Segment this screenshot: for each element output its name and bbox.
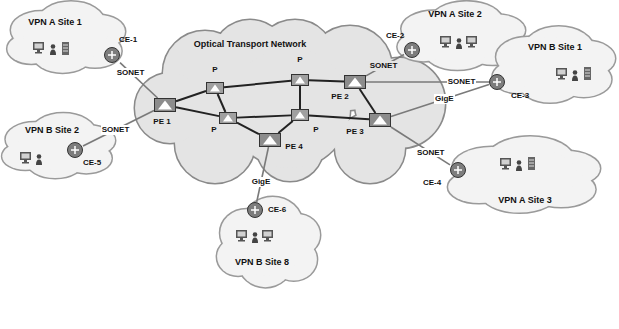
router-label: P: [297, 55, 302, 65]
ce-label: CE-6: [268, 205, 286, 215]
core-link: [299, 86, 301, 109]
core-link: [309, 80, 344, 81]
vpn-site-cloud: VPN A Site 1: [5, 0, 125, 75]
server-icon: [584, 67, 591, 80]
router-icon: [344, 75, 366, 89]
p-router: P: [291, 109, 309, 121]
ce-router: CE-4: [450, 162, 466, 178]
router-label: PE 3: [346, 127, 363, 137]
ce-router-icon: [247, 202, 263, 218]
site-name: VPN A Site 3: [498, 195, 551, 206]
cloud-outline: [490, 25, 615, 105]
pe-router: PE 3: [369, 113, 391, 127]
link-type-label: SONET: [416, 148, 446, 158]
ce-router: CE-3: [489, 74, 505, 90]
ce-router-icon: [404, 42, 420, 58]
ce-router: CE-1: [104, 47, 120, 63]
router-icon: [259, 133, 281, 147]
link-type-label: SONET: [101, 125, 131, 135]
p-router: P: [206, 82, 224, 94]
vpn-site-cloud: VPN B Site 1: [490, 25, 615, 105]
link-type-label: SONET: [447, 77, 477, 87]
router-label: PE 1: [153, 117, 170, 127]
ce-router-icon: [104, 47, 120, 63]
router-label: P: [211, 125, 216, 135]
router-label: P: [313, 125, 318, 135]
p-router: P: [291, 74, 309, 86]
ce-router: CE-5: [67, 142, 83, 158]
router-icon: [206, 82, 224, 94]
vpn-site-cloud: VPN B Site 2: [0, 112, 115, 180]
ce-router: CE-2: [404, 42, 420, 58]
router-icon: [291, 109, 309, 121]
server-icon: [62, 42, 69, 55]
site-name: VPN B Site 1: [528, 42, 582, 53]
site-name: VPN A Site 1: [28, 17, 81, 28]
site-name: VPN B Site 2: [25, 125, 79, 136]
router-icon: [219, 112, 237, 124]
server-icon: [528, 157, 535, 170]
router-label: PE 2: [331, 92, 348, 102]
router-icon: [291, 74, 309, 86]
site-name: VPN B Site 8: [235, 257, 289, 268]
pe-router: PE 1: [154, 98, 176, 112]
router-label: PE 4: [285, 142, 302, 152]
link-type-label: SONET: [369, 61, 399, 71]
cloud-outline: [0, 112, 115, 180]
ce-router-icon: [489, 74, 505, 90]
vpn-site-cloud: VPN B Site 8: [215, 195, 320, 290]
pe-router: PE 4: [259, 133, 281, 147]
router-icon: [154, 98, 176, 112]
network-title: Optical Transport Network: [194, 39, 307, 50]
ce-label: CE-3: [511, 91, 529, 101]
ce-label: CE-5: [83, 158, 101, 168]
p-router: P: [219, 112, 237, 124]
link-type-label: GigE: [434, 94, 455, 104]
cloud-outline: [215, 195, 320, 290]
ce-label: CE-2: [386, 31, 404, 41]
cloud-outline: [5, 0, 125, 75]
ce-label: CE-1: [119, 35, 137, 45]
link-type-label: SONET: [116, 68, 146, 78]
router-icon: [369, 113, 391, 127]
link-type-label: GigE: [251, 177, 272, 187]
ce-router-icon: [450, 162, 466, 178]
ce-router: CE-6: [247, 202, 263, 218]
ce-router-icon: [67, 142, 83, 158]
site-name: VPN A Site 2: [428, 9, 481, 20]
ce-label: CE-4: [423, 178, 441, 188]
router-label: P: [212, 65, 217, 75]
vpn-site-cloud: VPN A Site 3: [445, 135, 600, 215]
pe-router: PE 2: [344, 75, 366, 89]
